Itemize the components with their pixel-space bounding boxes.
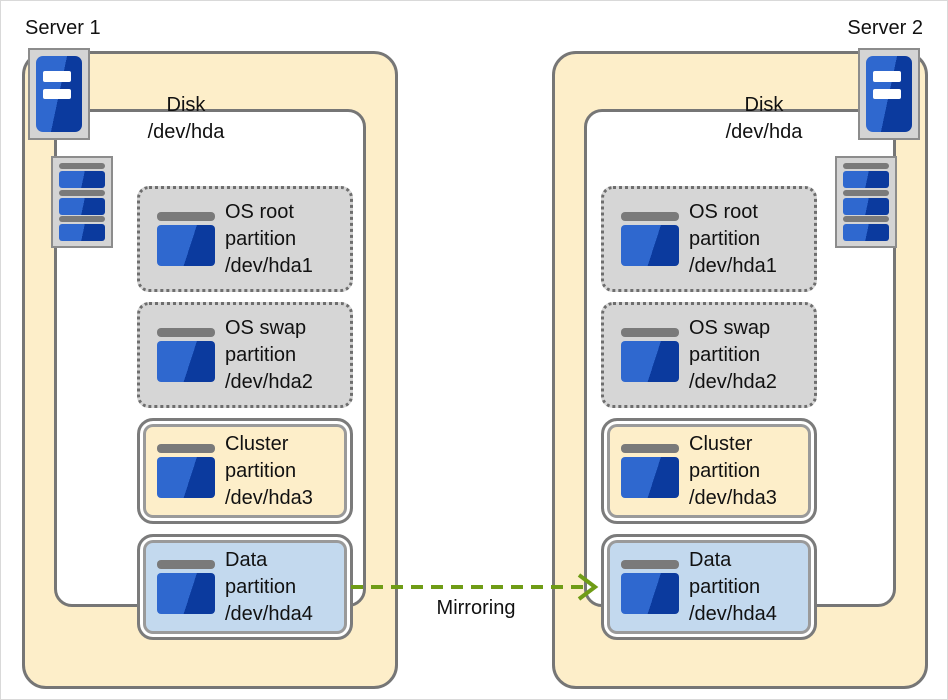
partition-os-root[interactable]: OS root partition /dev/hda1 <box>137 186 353 292</box>
partition-label: Data partition /dev/hda4 <box>689 547 777 628</box>
partition-os-swap[interactable]: OS swap partition /dev/hda2 <box>601 302 817 408</box>
partition-label: OS swap partition /dev/hda2 <box>689 315 777 396</box>
partition-label-line1: Data <box>689 548 732 571</box>
partition-cluster[interactable]: Cluster partition /dev/hda3 <box>601 418 817 524</box>
disk-stack-unit <box>59 163 105 188</box>
partition-label-line1: OS root <box>225 200 294 223</box>
partition-label: Cluster partition /dev/hda3 <box>225 431 313 512</box>
partition-label-line2: partition <box>225 227 297 250</box>
partition-label: Cluster partition /dev/hda3 <box>689 431 777 512</box>
partition-label-line3: /dev/hda2 <box>225 370 313 393</box>
server1-disk-caption-line2: /dev/hda <box>147 121 225 143</box>
partition-label: OS root partition /dev/hda1 <box>225 199 313 280</box>
disk-icon <box>621 444 679 498</box>
partition-label-line2: partition <box>225 575 297 598</box>
disk-stack-icon <box>51 156 113 248</box>
disk-icon <box>621 328 679 382</box>
disk-icon <box>157 212 215 266</box>
server-tower-body <box>866 56 912 132</box>
partition-label-line3: /dev/hda3 <box>689 486 777 509</box>
partition-label: Data partition /dev/hda4 <box>225 547 313 628</box>
partition-os-root[interactable]: OS root partition /dev/hda1 <box>601 186 817 292</box>
partition-label-line3: /dev/hda1 <box>225 254 313 277</box>
partition-label-line2: partition <box>225 459 297 482</box>
server1-disk-caption-line1: Disk <box>166 94 206 116</box>
disk-stack-icon <box>835 156 897 248</box>
partition-label-line2: partition <box>689 343 761 366</box>
disk-icon <box>621 560 679 614</box>
server2-disk-caption-line1: Disk <box>744 94 784 116</box>
partition-label-line3: /dev/hda4 <box>689 602 777 625</box>
partition-label-line2: partition <box>689 459 761 482</box>
server1-title: Server 1 <box>25 17 101 39</box>
server-tower-slot-2 <box>872 88 902 100</box>
partition-label-line1: OS swap <box>225 316 307 339</box>
partition-label-line1: OS swap <box>689 316 771 339</box>
server-tower-icon <box>28 48 90 140</box>
disk-icon <box>621 212 679 266</box>
server2-title: Server 2 <box>847 17 923 39</box>
partition-data[interactable]: Data partition /dev/hda4 <box>137 534 353 640</box>
server-tower-body <box>36 56 82 132</box>
partition-cluster[interactable]: Cluster partition /dev/hda3 <box>137 418 353 524</box>
partition-label-line3: /dev/hda2 <box>689 370 777 393</box>
disk-icon <box>157 328 215 382</box>
partition-label-line1: Cluster <box>689 432 753 455</box>
mirroring-label: Mirroring <box>436 597 516 619</box>
disk-stack-unit <box>59 216 105 241</box>
server-tower-slot-1 <box>872 71 902 82</box>
disk-stack-unit <box>59 189 105 215</box>
partition-label: OS root partition /dev/hda1 <box>689 199 777 280</box>
partition-label-line2: partition <box>225 343 297 366</box>
disk-stack-unit <box>843 189 889 215</box>
disk-icon <box>157 560 215 614</box>
partition-label-line2: partition <box>689 227 761 250</box>
partition-label: OS swap partition /dev/hda2 <box>225 315 313 396</box>
partition-data[interactable]: Data partition /dev/hda4 <box>601 534 817 640</box>
partition-label-line3: /dev/hda4 <box>225 602 313 625</box>
server-tower-slot-1 <box>42 71 72 82</box>
server1-disk-caption: Disk /dev/hda <box>86 92 286 146</box>
disk-stack-unit <box>843 163 889 188</box>
partition-label-line1: Data <box>225 548 268 571</box>
partition-label-line3: /dev/hda1 <box>689 254 777 277</box>
partition-os-swap[interactable]: OS swap partition /dev/hda2 <box>137 302 353 408</box>
partition-label-line1: Cluster <box>225 432 289 455</box>
server2-disk-caption-line2: /dev/hda <box>725 121 803 143</box>
server-tower-icon <box>858 48 920 140</box>
disk-stack-unit <box>843 216 889 241</box>
server2-disk-caption: Disk /dev/hda <box>664 92 864 146</box>
server-tower-slot-2 <box>42 88 72 100</box>
partition-label-line3: /dev/hda3 <box>225 486 313 509</box>
partition-label-line2: partition <box>689 575 761 598</box>
partition-label-line1: OS root <box>689 200 758 223</box>
disk-icon <box>157 444 215 498</box>
